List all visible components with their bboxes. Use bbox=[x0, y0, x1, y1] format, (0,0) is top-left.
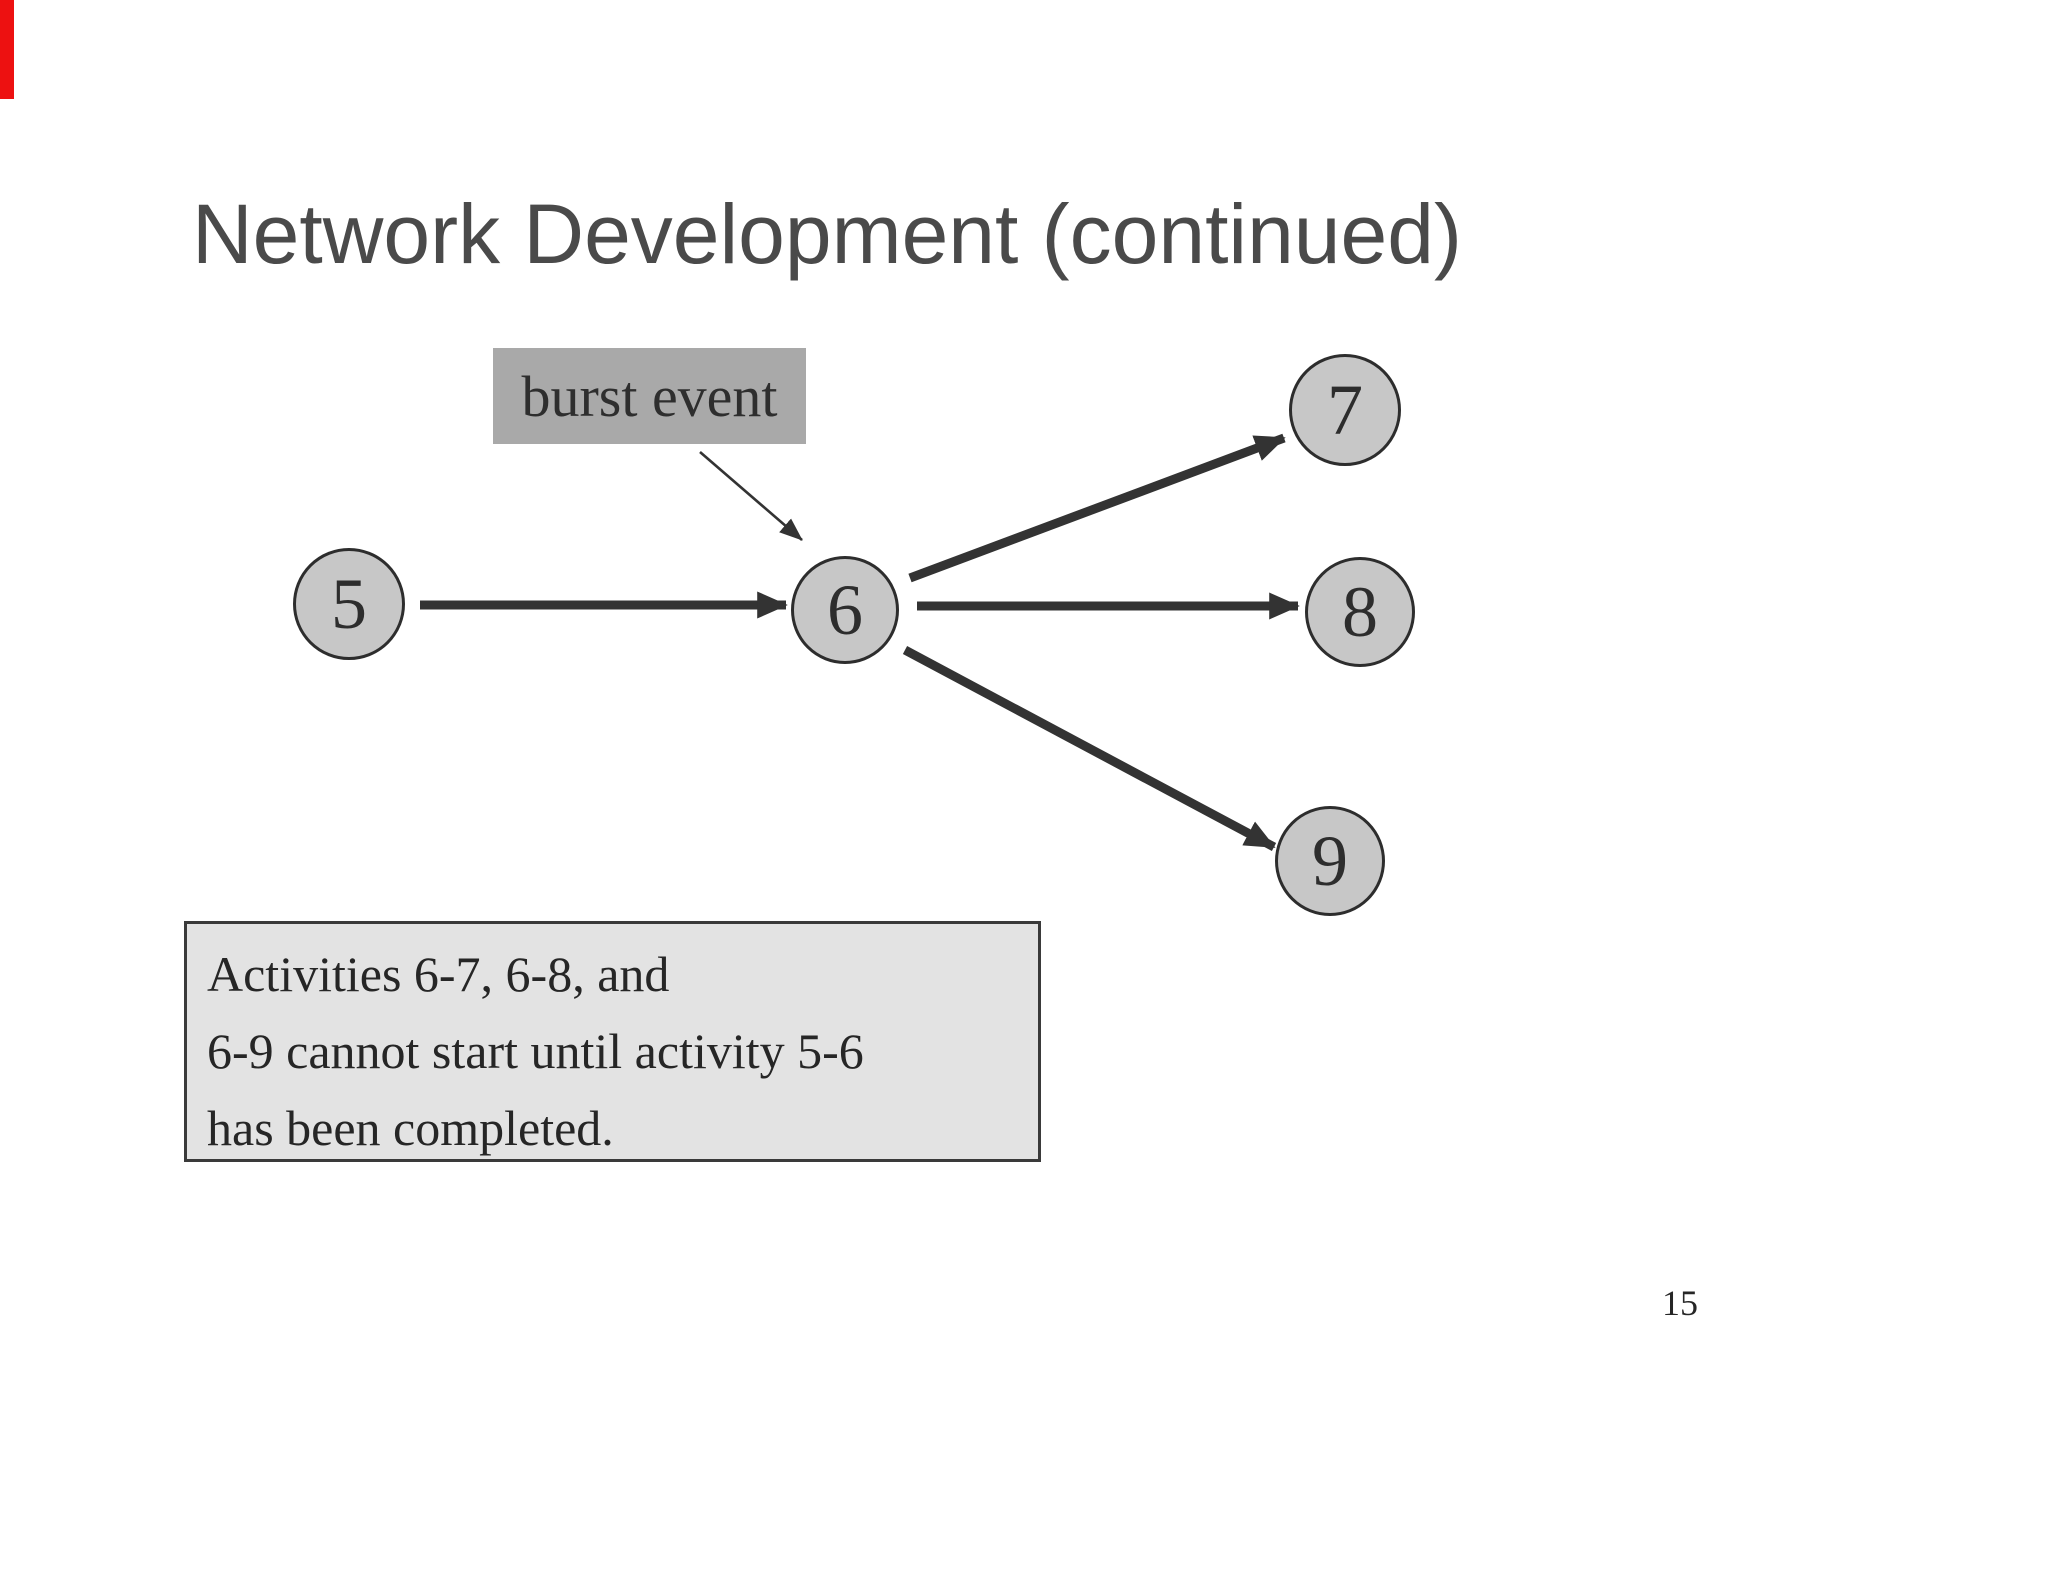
note-line-1: Activities 6-7, 6-8, and bbox=[207, 946, 670, 1002]
node-5-label: 5 bbox=[331, 563, 367, 644]
node-7: 7 bbox=[1289, 354, 1401, 466]
node-8-label: 8 bbox=[1342, 571, 1378, 652]
node-9: 9 bbox=[1275, 806, 1385, 916]
note-line-2: 6-9 cannot start until activity 5-6 bbox=[207, 1023, 864, 1079]
slide-title: Network Development (continued) bbox=[192, 187, 1462, 281]
node-6: 6 bbox=[791, 556, 899, 664]
page-number: 15 bbox=[1662, 1283, 1698, 1323]
burst-event-label: burst event bbox=[493, 348, 806, 444]
edge-6-7 bbox=[908, 433, 1286, 583]
node-9-label: 9 bbox=[1312, 820, 1348, 901]
node-8: 8 bbox=[1305, 557, 1415, 667]
node-6-label: 6 bbox=[827, 569, 863, 650]
node-5: 5 bbox=[293, 548, 405, 660]
node-7-label: 7 bbox=[1327, 369, 1363, 450]
note-box: Activities 6-7, 6-8, and 6-9 cannot star… bbox=[184, 921, 1041, 1162]
red-edge-marker bbox=[0, 0, 14, 99]
burst-event-text: burst event bbox=[521, 363, 778, 429]
edge-6-9 bbox=[902, 646, 1277, 851]
burst-pointer-arrow bbox=[699, 451, 803, 541]
note-line-3: has been completed. bbox=[207, 1100, 614, 1156]
